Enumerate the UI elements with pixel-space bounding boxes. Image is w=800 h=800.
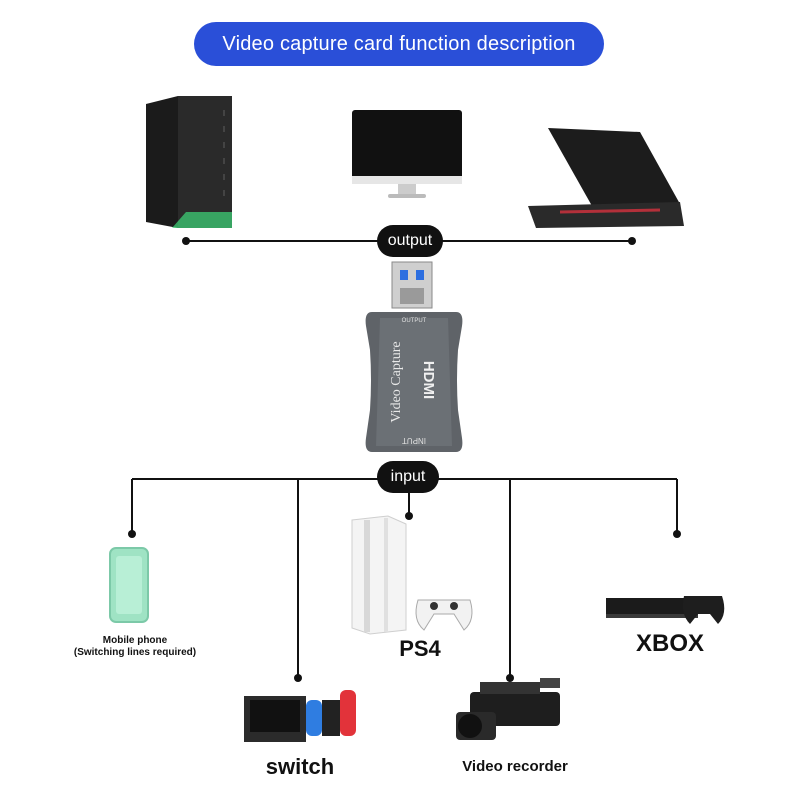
switch-label: switch (265, 754, 335, 779)
laptop-icon (528, 128, 684, 228)
hdmi-logo: HDMI (420, 361, 437, 399)
mobile-phone-label: Mobile phone (Switching lines required) (60, 635, 210, 659)
xbox-icon (606, 596, 725, 624)
mobile-phone-icon (109, 547, 149, 623)
input-label: input (377, 461, 439, 493)
monitor-icon (352, 110, 462, 198)
card-port-top: OUTPUT (402, 318, 427, 324)
output-dot-laptop (628, 237, 636, 245)
output-label: output (377, 225, 443, 257)
card-port-bottom: INPUT (402, 436, 426, 445)
ps4-icon (351, 515, 473, 635)
card-brand-text: Video Capture (389, 341, 404, 422)
video-recorder-label: Video recorder (462, 758, 568, 775)
video-recorder-icon (456, 678, 560, 740)
usb-connector (391, 261, 433, 309)
desktop-pc-icon (146, 96, 232, 228)
xbox-label: XBOX (635, 630, 704, 657)
title-banner: Video capture card function description (194, 22, 604, 66)
mobile-phone-title: Mobile phone (102, 635, 168, 646)
nintendo-switch-icon (244, 690, 356, 742)
output-dot-pc (182, 237, 190, 245)
ps4-label: PS4 (399, 636, 441, 661)
mobile-phone-note: (Switching lines required) (73, 647, 197, 658)
capture-card (365, 312, 463, 452)
